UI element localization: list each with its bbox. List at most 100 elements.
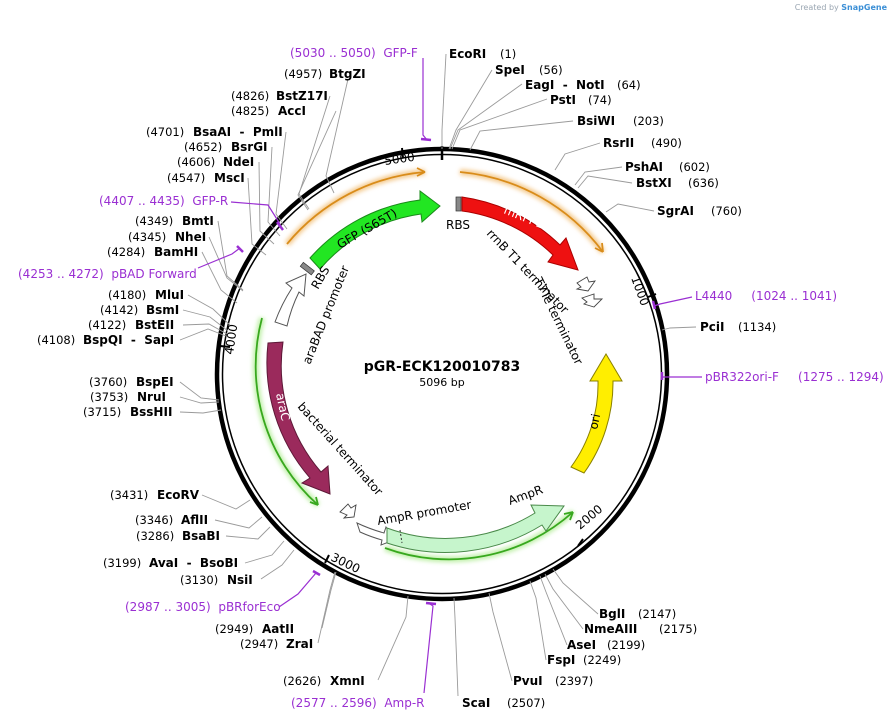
enzyme-xmni[interactable]: (2626) XmnI	[283, 674, 365, 688]
enzyme-pos: (56)	[539, 63, 563, 77]
primer-leader	[230, 201, 281, 225]
enzyme-asei[interactable]: AseI (2199)	[567, 638, 645, 652]
leader-aatii	[321, 571, 337, 629]
enzyme-sgrai[interactable]: SgrAI (760)	[657, 204, 742, 218]
enzyme-pos: (3199)	[103, 556, 141, 570]
plasmid-name: pGR-ECK120010783	[364, 359, 520, 375]
enzyme-rsrii[interactable]: RsrII (490)	[603, 136, 682, 150]
tick-label-2000: 2000	[573, 502, 605, 532]
enzyme-zrai[interactable]: (2947) ZraI	[240, 637, 313, 651]
leader-bstz17i	[298, 95, 331, 210]
primer-pbrforeco[interactable]: (2987 .. 3005) pBRforEco	[125, 569, 321, 614]
leader-bsteii	[182, 323, 228, 335]
enzyme-fspi[interactable]: FspI (2249)	[547, 653, 621, 667]
enzyme-name: BsmI	[146, 303, 179, 317]
enzyme-pos: (4701)	[146, 125, 184, 139]
leader-bsaai	[275, 131, 288, 230]
enzyme-aflii[interactable]: (3346) AflII	[135, 513, 208, 527]
feature-arabad-promoter-arrow[interactable]	[274, 273, 307, 327]
primer-sites: (5030 .. 5050) GFP-F (4407 .. 4435) GFP-…	[18, 46, 884, 710]
feature-gfp-arrow[interactable]	[309, 190, 441, 270]
primer-pbad-forward[interactable]: (4253 .. 4272) pBAD Forward	[18, 245, 244, 281]
primer-leader	[197, 247, 241, 269]
enzyme-name: NruI	[137, 390, 166, 404]
tick-mark-4000	[219, 345, 231, 348]
feature-rbs-top-label: RBS	[446, 218, 470, 232]
leader-psha	[574, 166, 623, 186]
enzyme-avai-bsobi[interactable]: (3199) AvaI - BsoBI	[103, 556, 238, 570]
enzyme-bgli[interactable]: BglI (2147)	[599, 607, 676, 621]
enzyme-bsmi[interactable]: (4142) BsmI	[100, 303, 179, 317]
enzyme-acci[interactable]: (4825) AccI	[231, 104, 306, 118]
enzyme-name: EagI - NotI	[525, 78, 605, 92]
enzyme-pos: (3715)	[83, 405, 121, 419]
enzyme-psha[interactable]: PshAI (602)	[625, 160, 710, 174]
enzyme-psti[interactable]: PstI (74)	[550, 93, 612, 107]
enzyme-pos: (203)	[633, 114, 664, 128]
plasmid-length: 5096 bp	[419, 376, 464, 389]
primer-gfp-r[interactable]: (4407 .. 4435) GFP-R	[99, 194, 284, 231]
enzyme-nmeaiii[interactable]: NmeAIII (2175)	[584, 622, 697, 636]
enzyme-pcii[interactable]: PciI (1134)	[700, 320, 776, 334]
enzyme-nhei[interactable]: (4345) NheI	[128, 230, 206, 244]
feature-mrfp1-arrow[interactable]	[461, 196, 579, 271]
enzyme-pos: (4547)	[167, 171, 205, 185]
enzyme-bstz17i[interactable]: (4826) BstZ17I	[231, 89, 328, 103]
feature-arac-arrow[interactable]	[266, 341, 331, 495]
enzyme-name: BmtI	[182, 214, 214, 228]
feature-ampr-arrow[interactable]	[386, 504, 565, 553]
enzyme-bsiwi[interactable]: BsiWI (203)	[577, 114, 664, 128]
leader-ecori-2	[441, 53, 447, 131]
enzyme-bsaai-pmli[interactable]: (4701) BsaAI - PmlI	[146, 125, 283, 139]
enzyme-aatii[interactable]: (2949) AatII	[215, 622, 294, 636]
primer-l4440[interactable]: L4440 (1024 .. 1041)	[651, 289, 837, 310]
enzyme-bsrgi[interactable]: (4652) BsrGI	[184, 140, 268, 154]
primer-gfp-f[interactable]: (5030 .. 5050) GFP-F	[290, 46, 432, 142]
primer-amp-r[interactable]: (2577 .. 2596) Amp-R	[291, 601, 437, 710]
leader-sgrai	[605, 203, 655, 213]
enzyme-pos: (3753)	[90, 390, 128, 404]
enzyme-pos: (4349)	[135, 214, 173, 228]
enzyme-bstxi[interactable]: BstXI (636)	[636, 176, 719, 190]
primer-label: (4253 .. 4272) pBAD Forward	[18, 267, 197, 281]
enzyme-labels: EcoRI (1) SpeI (56) EagI - NotI (64) Pst…	[37, 47, 776, 710]
enzyme-bsabi[interactable]: (3286) BsaBI	[136, 529, 220, 543]
enzyme-bmti[interactable]: (4349) BmtI	[135, 214, 214, 228]
primer-label: (4407 .. 4435) GFP-R	[99, 194, 228, 208]
enzyme-pvui[interactable]: PvuI (2397)	[513, 674, 593, 688]
enzyme-nrui[interactable]: (3753) NruI	[90, 390, 166, 404]
primer-pbr322ori-f[interactable]: pBR322ori-F (1275 .. 1294)	[660, 370, 884, 384]
enzyme-eagi-noti[interactable]: EagI - NotI (64)	[525, 78, 641, 92]
enzyme-msci[interactable]: (4547) MscI	[167, 171, 245, 185]
enzyme-pos: (4826)	[231, 89, 269, 103]
enzyme-bspqi-sapi[interactable]: (4108) BspQI - SapI	[37, 333, 174, 347]
enzyme-bamhi[interactable]: (4284) BamHI	[107, 245, 198, 259]
enzyme-bsteii[interactable]: (4122) BstEII	[88, 318, 174, 332]
enzyme-ndei[interactable]: (4606) NdeI	[177, 155, 254, 169]
enzyme-bspei[interactable]: (3760) BspEI	[89, 375, 174, 389]
leader-acci	[297, 110, 337, 211]
enzyme-name: AccI	[278, 104, 306, 118]
enzyme-ecorv[interactable]: (3431) EcoRV	[110, 488, 200, 502]
enzyme-nsii[interactable]: (3130) NsiI	[180, 573, 253, 587]
rbs-box-top	[455, 196, 462, 212]
enzyme-btgzi[interactable]: (4957) BtgZI	[284, 67, 366, 81]
enzyme-pos: (602)	[679, 160, 710, 174]
green-arc-bottom	[384, 511, 574, 561]
enzyme-spei[interactable]: SpeI (56)	[495, 63, 563, 77]
orange-arc-left	[286, 171, 426, 245]
enzyme-name: XmnI	[330, 674, 365, 688]
enzyme-pos: (4957)	[284, 67, 322, 81]
enzyme-bsshii[interactable]: (3715) BssHII	[83, 405, 172, 419]
terminator-rrnb-marker	[575, 276, 596, 292]
enzyme-name: BspQI - SapI	[83, 333, 174, 347]
enzyme-scai[interactable]: ScaI (2507)	[462, 696, 545, 710]
feature-ori-arrow[interactable]	[570, 353, 623, 474]
enzyme-name: PshAI	[625, 160, 663, 174]
enzyme-ecori[interactable]: EcoRI (1)	[449, 47, 516, 61]
enzyme-mlui[interactable]: (4180) MluI	[108, 288, 184, 302]
leader-ecorv	[201, 494, 251, 510]
enzyme-pos: (4180)	[108, 288, 146, 302]
enzyme-name: SpeI	[495, 63, 525, 77]
